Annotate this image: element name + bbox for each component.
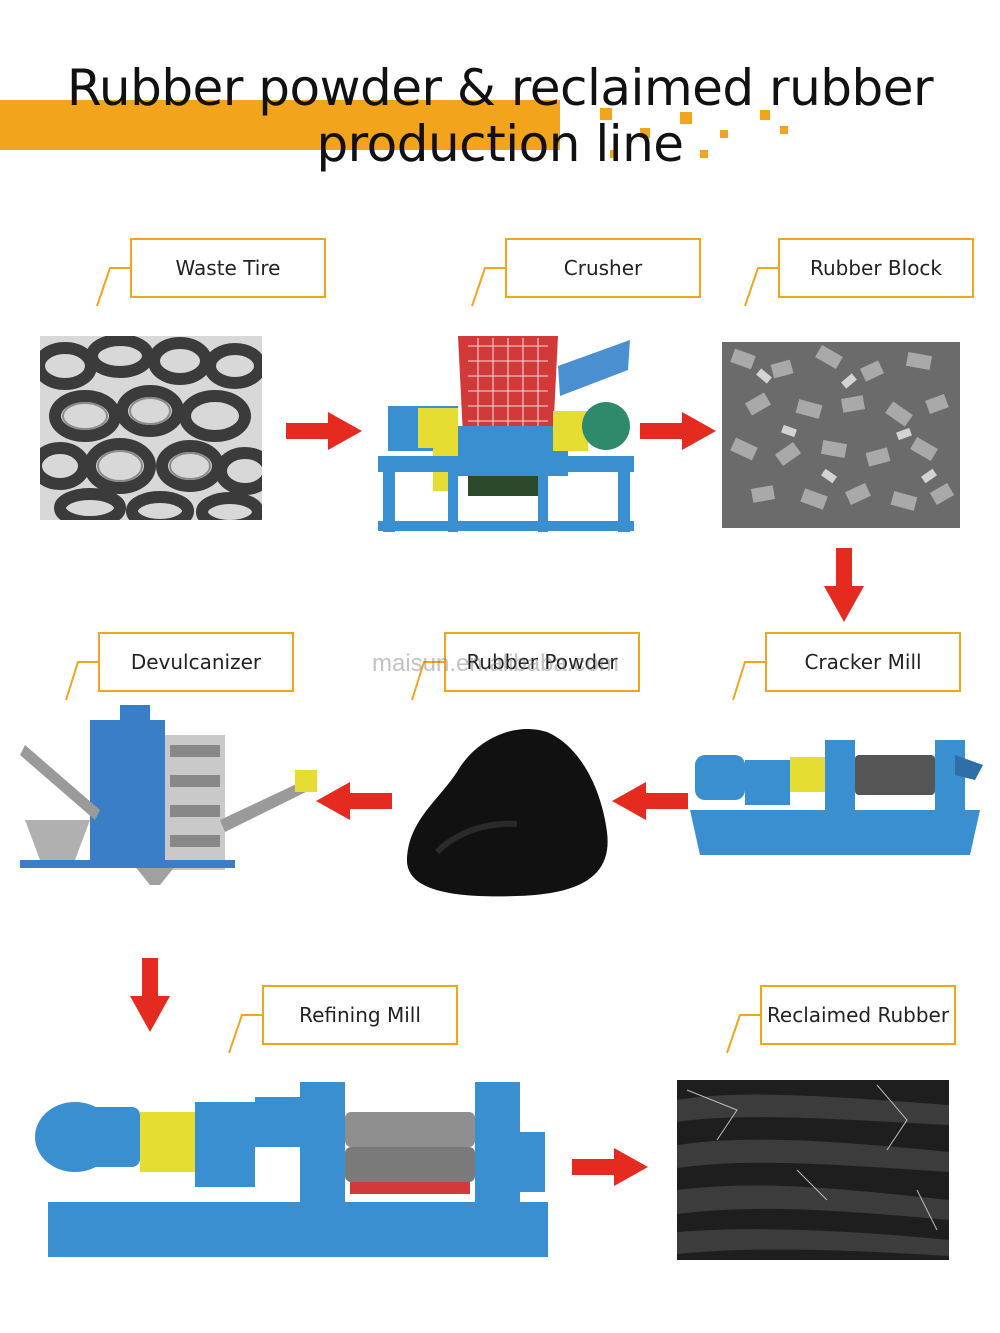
devulcanizer-image	[20, 705, 317, 885]
title-banner	[0, 100, 560, 150]
label-crusher: Crusher	[505, 238, 701, 298]
title-line-1: Rubber powder & reclaimed rubber	[66, 59, 934, 117]
reclaimed-rubber-image	[677, 1080, 949, 1260]
rubber-block-image	[722, 342, 960, 528]
arrow-left-2	[316, 782, 392, 820]
arrow-right-1	[286, 412, 362, 450]
banner-pixel	[640, 128, 650, 138]
label-rubber-powder: Rubber Powder	[444, 632, 640, 692]
banner-pixel	[780, 126, 788, 134]
watermark: maisun.en.alibaba.com	[372, 650, 619, 677]
rubber-powder-image	[407, 728, 608, 897]
label-reclaimed-rubber: Reclaimed Rubber	[760, 985, 956, 1045]
banner-pixel	[720, 130, 728, 138]
label-refining-mill: Refining Mill	[262, 985, 458, 1045]
label-cracker-mill: Cracker Mill	[765, 632, 961, 692]
cracker-mill-image	[690, 740, 983, 855]
label-waste-tire: Waste Tire	[130, 238, 326, 298]
arrow-left-1	[612, 782, 688, 820]
banner-pixel	[600, 108, 612, 120]
refining-mill-image	[35, 1082, 548, 1257]
arrow-right-3	[572, 1148, 648, 1186]
banner-pixel	[700, 150, 708, 158]
arrow-down-2	[130, 958, 170, 1032]
label-devulcanizer: Devulcanizer	[98, 632, 294, 692]
crusher-image	[378, 336, 634, 532]
banner-pixel	[540, 118, 554, 132]
banner-pixel	[610, 150, 618, 158]
arrow-right-2	[640, 412, 716, 450]
banner-pixel	[680, 112, 692, 124]
arrow-down-1	[824, 548, 864, 622]
title-line-2: production line	[316, 115, 684, 173]
label-rubber-block: Rubber Block	[778, 238, 974, 298]
waste-tire-image	[40, 336, 262, 520]
page-title: Rubber powder & reclaimed rubber product…	[0, 60, 1000, 172]
banner-pixel	[760, 110, 770, 120]
